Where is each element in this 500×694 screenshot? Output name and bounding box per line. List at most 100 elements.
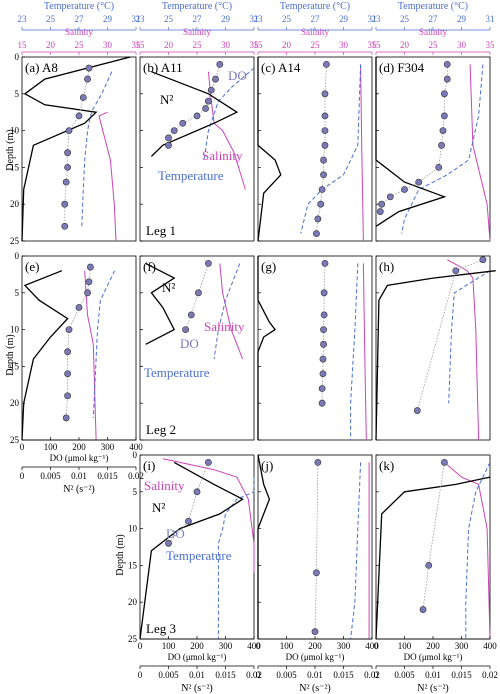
panel-frame bbox=[257, 255, 373, 441]
leg-label: Leg 2 bbox=[146, 422, 176, 437]
do-marker bbox=[322, 60, 330, 68]
annotation-label: Salinity bbox=[202, 148, 243, 163]
do-marker bbox=[204, 458, 212, 466]
do-marker bbox=[75, 112, 83, 120]
do-marker bbox=[61, 200, 69, 208]
panel-layer: (a) A8(b) A11(c) A14(d) F304(e)(f)(g)(h)… bbox=[10, 52, 496, 644]
salinity-tick-label: 25 bbox=[311, 40, 321, 50]
n2-line bbox=[21, 270, 69, 441]
temperature-tick-label: 29 bbox=[457, 14, 467, 24]
do-marker bbox=[319, 355, 327, 363]
do-tick-label: 300 bbox=[337, 641, 351, 651]
annotation-label: DO bbox=[180, 336, 199, 351]
do-line bbox=[168, 64, 221, 146]
annotation-label: Temperature bbox=[158, 168, 224, 183]
do-marker bbox=[61, 222, 69, 230]
n2-axis-label: N² (s⁻²) bbox=[417, 683, 449, 694]
panel-label: (g) bbox=[261, 259, 276, 274]
do-marker bbox=[165, 539, 172, 547]
do-axis-label: DO (μmol kg⁻¹) bbox=[404, 652, 463, 662]
do-tick-label: 100 bbox=[280, 641, 294, 651]
temperature-tick-label: 25 bbox=[282, 14, 292, 24]
do-marker bbox=[419, 606, 427, 613]
do-marker bbox=[202, 105, 209, 112]
do-tick-label: 300 bbox=[455, 641, 469, 651]
do-marker bbox=[64, 149, 71, 157]
n2-tick-label: 0.005 bbox=[40, 471, 61, 481]
depth-tick-label: 20 bbox=[10, 199, 20, 209]
n2-tick-label: 0.01 bbox=[71, 471, 87, 481]
salinity-axis-label: Salinity bbox=[419, 27, 448, 37]
leg-label: Leg 1 bbox=[146, 223, 176, 238]
n2-tick-label: 0.015 bbox=[333, 670, 354, 680]
do-marker bbox=[165, 134, 172, 142]
depth-axis-label: Depth (m) bbox=[5, 129, 16, 170]
do-marker bbox=[452, 267, 460, 275]
do-marker bbox=[85, 278, 93, 286]
do-marker bbox=[376, 208, 384, 215]
do-marker bbox=[212, 75, 219, 83]
do-marker bbox=[319, 370, 327, 378]
temperature-tick-label: 27 bbox=[193, 14, 203, 24]
temperature-tick-label: 29 bbox=[221, 14, 231, 24]
n2-line bbox=[257, 454, 271, 639]
salinity-line bbox=[360, 64, 364, 242]
salinity-tick-label: 35 bbox=[486, 40, 496, 50]
salinity-line bbox=[447, 259, 480, 441]
depth-axis-label: Depth (m) bbox=[5, 334, 16, 375]
do-marker bbox=[65, 127, 73, 135]
do-marker bbox=[64, 163, 71, 171]
panel-label: (e) bbox=[25, 259, 39, 274]
panel-frame bbox=[375, 56, 491, 242]
do-marker bbox=[182, 326, 189, 333]
do-marker bbox=[64, 370, 71, 378]
n2-tick-label: 0.02 bbox=[246, 670, 262, 680]
panel-label: (f) bbox=[143, 259, 156, 274]
do-marker bbox=[216, 60, 224, 68]
do-marker bbox=[311, 628, 319, 636]
annotation-label: Salinity bbox=[204, 319, 245, 334]
salinity-tick-label: 20 bbox=[282, 40, 292, 50]
depth-tick-label: 0 bbox=[15, 52, 20, 62]
do-tick-label: 400 bbox=[365, 641, 379, 651]
do-tick-label: 300 bbox=[101, 442, 115, 452]
do-marker bbox=[79, 94, 87, 101]
do-marker bbox=[62, 414, 70, 422]
do-tick-label: 400 bbox=[483, 641, 497, 651]
salinity-tick-label: 20 bbox=[400, 40, 410, 50]
panel-frame bbox=[375, 255, 491, 441]
do-tick-label: 0 bbox=[374, 641, 379, 651]
depth-tick-label: 10 bbox=[10, 325, 20, 335]
do-marker bbox=[193, 112, 201, 120]
do-axis-label: DO (μmol kg⁻¹) bbox=[168, 652, 227, 662]
do-marker bbox=[179, 119, 187, 127]
temperature-line bbox=[203, 67, 255, 161]
temperature-tick-label: 31 bbox=[486, 14, 495, 24]
temperature-tick-label: 23 bbox=[136, 14, 146, 24]
panel-label: (h) bbox=[379, 259, 394, 274]
do-line bbox=[314, 462, 319, 632]
do-marker bbox=[435, 163, 443, 171]
do-marker bbox=[443, 60, 451, 68]
do-tick-label: 300 bbox=[219, 641, 233, 651]
panel-b: (b) A11 bbox=[139, 56, 255, 242]
do-line bbox=[416, 259, 484, 411]
do-line bbox=[185, 263, 209, 330]
temperature-tick-label: 23 bbox=[18, 14, 28, 24]
do-marker bbox=[313, 569, 320, 577]
annotation-label: N² bbox=[160, 92, 173, 107]
salinity-line bbox=[362, 263, 367, 441]
n2-tick-label: 0.005 bbox=[158, 670, 179, 680]
n2-tick-label: 0.015 bbox=[97, 471, 118, 481]
panel-frame bbox=[257, 454, 373, 640]
n2-tick-label: 0.02 bbox=[364, 670, 380, 680]
salinity-tick-label: 25 bbox=[429, 40, 439, 50]
do-tick-label: 0 bbox=[256, 641, 261, 651]
do-marker bbox=[321, 112, 329, 120]
salinity-line bbox=[469, 64, 491, 242]
